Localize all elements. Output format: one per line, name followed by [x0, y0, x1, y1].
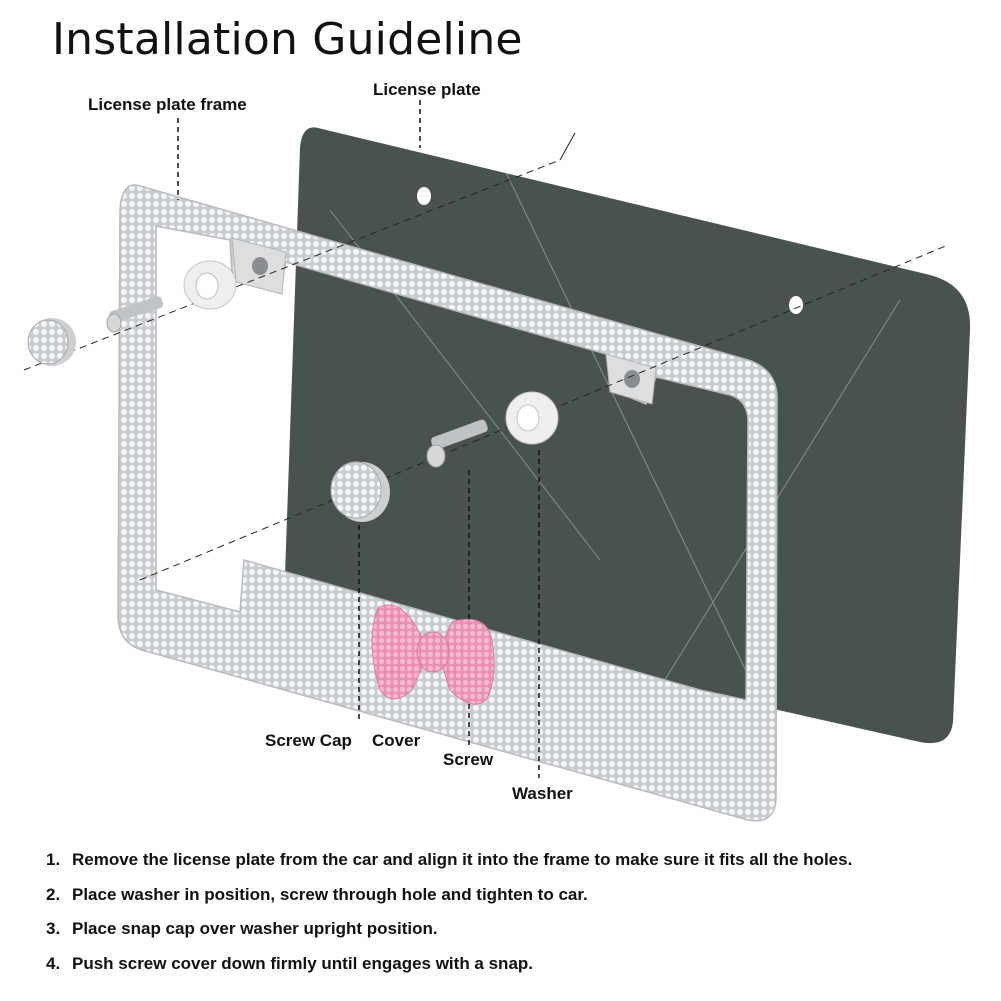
screw-cap-top [27, 318, 76, 366]
label-license-plate: License plate [373, 80, 481, 99]
step-item: 4. Push screw cover down firmly until eng… [46, 954, 986, 974]
screw-cap-center [330, 461, 390, 522]
plate-hole [789, 296, 803, 314]
step-item: 3. Place snap cap over washer upright pos… [46, 919, 986, 939]
frame-hole [252, 257, 268, 275]
plate-hole [417, 187, 431, 205]
step-text: Place washer in position, screw through … [72, 884, 588, 904]
label-license-plate-frame: License plate frame [88, 95, 247, 114]
step-text: Remove the license plate from the car an… [72, 850, 853, 869]
screw-center [426, 419, 488, 468]
label-washer: Washer [512, 784, 573, 803]
frame-hole [624, 370, 640, 388]
step-number: 1. [46, 850, 61, 869]
step-number: 4. [46, 953, 61, 973]
label-screw: Screw [443, 750, 494, 769]
page-title: Installation Guideline [52, 14, 523, 65]
step-text: Place snap cap over washer upright posit… [72, 919, 438, 938]
instruction-steps: 1. Remove the license plate from the car … [46, 850, 986, 988]
step-item: 1. Remove the license plate from the car … [46, 850, 986, 870]
label-screw-cap: Screw Cap [265, 731, 352, 750]
washer-center [505, 391, 559, 445]
step-text: Push screw cover down firmly until engag… [72, 953, 534, 973]
bow-icon [371, 604, 495, 705]
washer-top [183, 260, 237, 310]
step-number: 3. [46, 919, 61, 938]
screw-top [106, 296, 164, 333]
step-item: 2. Place washer in position, screw throug… [46, 885, 986, 905]
license-plate-frame [117, 184, 778, 822]
label-cover: Cover [372, 731, 421, 750]
step-number: 2. [46, 884, 61, 904]
